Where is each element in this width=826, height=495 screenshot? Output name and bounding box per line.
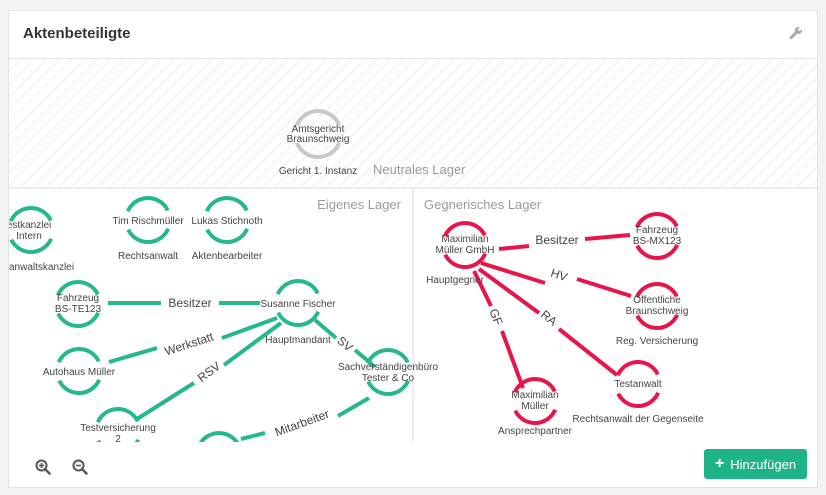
svg-text:Sachverständigenbüro: Sachverständigenbüro: [338, 362, 439, 373]
svg-text:Fahrzeug: Fahrzeug: [636, 225, 678, 236]
svg-text:BS-TE123: BS-TE123: [55, 304, 102, 315]
svg-text:Tim Rischmüller: Tim Rischmüller: [112, 216, 184, 227]
svg-text:Amtsgericht: Amtsgericht: [292, 124, 345, 135]
node-susanne-fischer[interactable]: Susanne Fischer Hauptmandant: [260, 279, 336, 346]
edge-label-werkstatt: Werkstatt: [163, 329, 216, 358]
svg-text:Tester & Co: Tester & Co: [362, 373, 415, 384]
node-testversicherung[interactable]: Testversicherung 2: [80, 407, 156, 442]
svg-text:anwaltskanzlei: anwaltskanzlei: [9, 262, 74, 273]
svg-text:estkanzlei: estkanzlei: [9, 220, 51, 231]
svg-text:Rechtsanwalt der Gegenseite: Rechtsanwalt der Gegenseite: [572, 414, 704, 425]
node-lukas-stichnoth[interactable]: Lukas Stichnoth Aktenbearbeiter: [191, 196, 263, 262]
svg-text:2: 2: [115, 434, 121, 442]
svg-text:Autohaus Müller: Autohaus Müller: [43, 367, 116, 378]
edge-label-besitzer-own: Besitzer: [168, 296, 211, 310]
own-zone-label: Eigenes Lager: [317, 197, 402, 212]
node-fahrzeug-opp[interactable]: Fahrzeug BS-MX123: [633, 212, 682, 260]
panel-header: Aktenbeteiligte: [9, 11, 817, 59]
node-sachverstaendigenbuero[interactable]: Sachverständigenbüro Tester & Co: [338, 348, 439, 396]
node-tim-rischmueller[interactable]: Tim Rischmüller Rechtsanwalt: [112, 196, 184, 262]
participants-panel: Aktenbeteiligte Neutrales Lager Eigenes …: [8, 10, 818, 488]
svg-text:Testanwalt: Testanwalt: [614, 379, 661, 390]
svg-text:Müller GmbH: Müller GmbH: [436, 245, 495, 256]
node-partial-bottom[interactable]: [197, 431, 241, 442]
node-maximilian-mueller-gmbh[interactable]: Maximilian Müller GmbH Hauptgegner: [426, 221, 495, 286]
zoom-out-icon[interactable]: [72, 459, 88, 475]
svg-text:Rechtsanwalt: Rechtsanwalt: [118, 251, 178, 262]
neutral-zone: [9, 58, 817, 188]
neutral-zone-label: Neutrales Lager: [373, 162, 466, 177]
node-autohaus-mueller[interactable]: Autohaus Müller: [43, 347, 116, 395]
svg-text:Braunschweig: Braunschweig: [626, 306, 689, 317]
svg-text:Maximilian: Maximilian: [441, 234, 488, 245]
zoom-in-icon[interactable]: [35, 459, 51, 475]
panel-footer: + Hinzufügen: [9, 442, 817, 487]
node-maximilian-mueller[interactable]: Maximilian Müller Ansprechpartner: [498, 377, 573, 437]
panel-title: Aktenbeteiligte: [23, 25, 131, 42]
svg-text:BS-MX123: BS-MX123: [633, 236, 682, 247]
svg-text:Hauptmandant: Hauptmandant: [265, 335, 331, 346]
node-oeffentliche-braunschweig[interactable]: Öffentliche Braunschweig Reg. Versicheru…: [616, 282, 698, 347]
svg-text:Fahrzeug: Fahrzeug: [57, 293, 99, 304]
svg-text:Öffentliche: Öffentliche: [633, 294, 681, 306]
add-button-label: Hinzufügen: [730, 456, 797, 472]
svg-text:Hauptgegner: Hauptgegner: [426, 275, 484, 286]
svg-text:Testversicherung: Testversicherung: [80, 423, 156, 434]
edge-label-rsv: RSV: [195, 359, 223, 385]
graph-canvas[interactable]: Neutrales Lager Eigenes Lager Gegnerisch…: [9, 58, 817, 442]
edge-label-hv: HV: [549, 266, 569, 284]
node-testanwalt[interactable]: Testanwalt Rechtsanwalt der Gegenseite: [572, 360, 704, 425]
opposing-edges: [472, 233, 632, 389]
svg-text:Müller: Müller: [521, 401, 549, 412]
edge-label-besitzer-opp: Besitzer: [535, 233, 578, 247]
svg-text:Susanne Fischer: Susanne Fischer: [260, 299, 336, 310]
wrench-icon[interactable]: [789, 26, 803, 40]
svg-text:Maximilian: Maximilian: [511, 390, 558, 401]
plus-icon: +: [714, 455, 725, 472]
svg-text:Intern: Intern: [16, 231, 42, 242]
own-edges: [108, 301, 377, 441]
edge-label-ra: RA: [538, 307, 560, 328]
svg-text:Lukas Stichnoth: Lukas Stichnoth: [191, 216, 262, 227]
add-participant-button[interactable]: + Hinzufügen: [704, 449, 807, 479]
node-fahrzeug-own[interactable]: Fahrzeug BS-TE123: [54, 280, 102, 328]
edge-label-gf: GF: [486, 307, 505, 328]
svg-text:Braunschweig: Braunschweig: [287, 134, 350, 145]
svg-text:Aktenbearbeiter: Aktenbearbeiter: [192, 251, 263, 262]
node-kanzlei[interactable]: estkanzlei Intern anwaltskanzlei: [9, 206, 74, 273]
edge-label-sv: SV: [334, 333, 355, 354]
svg-text:Gericht 1. Instanz: Gericht 1. Instanz: [279, 166, 357, 177]
node-amtsgericht[interactable]: Amtsgericht Braunschweig Gericht 1. Inst…: [279, 109, 357, 177]
svg-text:Reg. Versicherung: Reg. Versicherung: [616, 336, 698, 347]
edge-label-mitarbeiter: Mitarbeiter: [273, 407, 331, 440]
svg-text:Ansprechpartner: Ansprechpartner: [498, 426, 573, 437]
opposing-zone-label: Gegnerisches Lager: [424, 197, 542, 212]
